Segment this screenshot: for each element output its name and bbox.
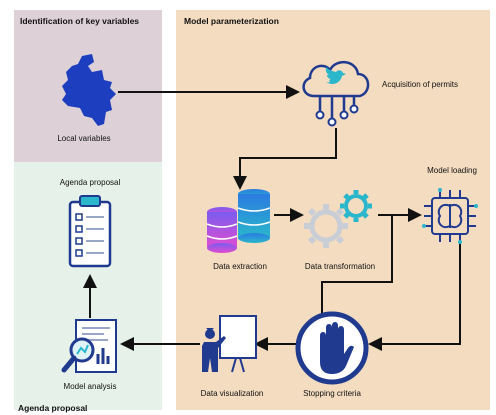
data-extraction-label: Data extraction xyxy=(213,262,267,271)
stopping-criteria-label: Stopping criteria xyxy=(303,389,361,398)
colombia-map-icon xyxy=(62,54,116,126)
model-loading-label: Model loading xyxy=(427,166,477,175)
cloud-twitter-icon xyxy=(302,61,370,127)
identification-title: Identification of key variables xyxy=(20,16,140,26)
report-magnifier-icon xyxy=(61,319,117,373)
local-variables-label: Local variables xyxy=(57,134,111,143)
data-visualization-label: Data visualization xyxy=(200,389,264,398)
brain-chip-icon xyxy=(422,188,478,244)
arrow-acquisition-to-extraction xyxy=(233,128,337,190)
gears-icon xyxy=(304,190,372,248)
arrow-model-loading-to-stopping xyxy=(368,234,461,351)
agenda-title: Agenda proposal xyxy=(18,403,88,413)
stop-hand-icon xyxy=(295,311,369,385)
database-icon xyxy=(206,189,271,253)
clipboard-checklist-icon xyxy=(68,195,112,268)
data-transformation-label: Data transformation xyxy=(304,262,376,271)
model-analysis-label: Model analysis xyxy=(63,382,117,391)
arrow-stopping-to-transformation xyxy=(321,215,393,318)
presenter-board-icon xyxy=(202,315,257,373)
acquisition-label: Acquisition of permits xyxy=(381,80,459,89)
parameterization-title: Model parameterization xyxy=(184,16,279,26)
agenda-proposal-label: Agenda proposal xyxy=(59,178,121,187)
